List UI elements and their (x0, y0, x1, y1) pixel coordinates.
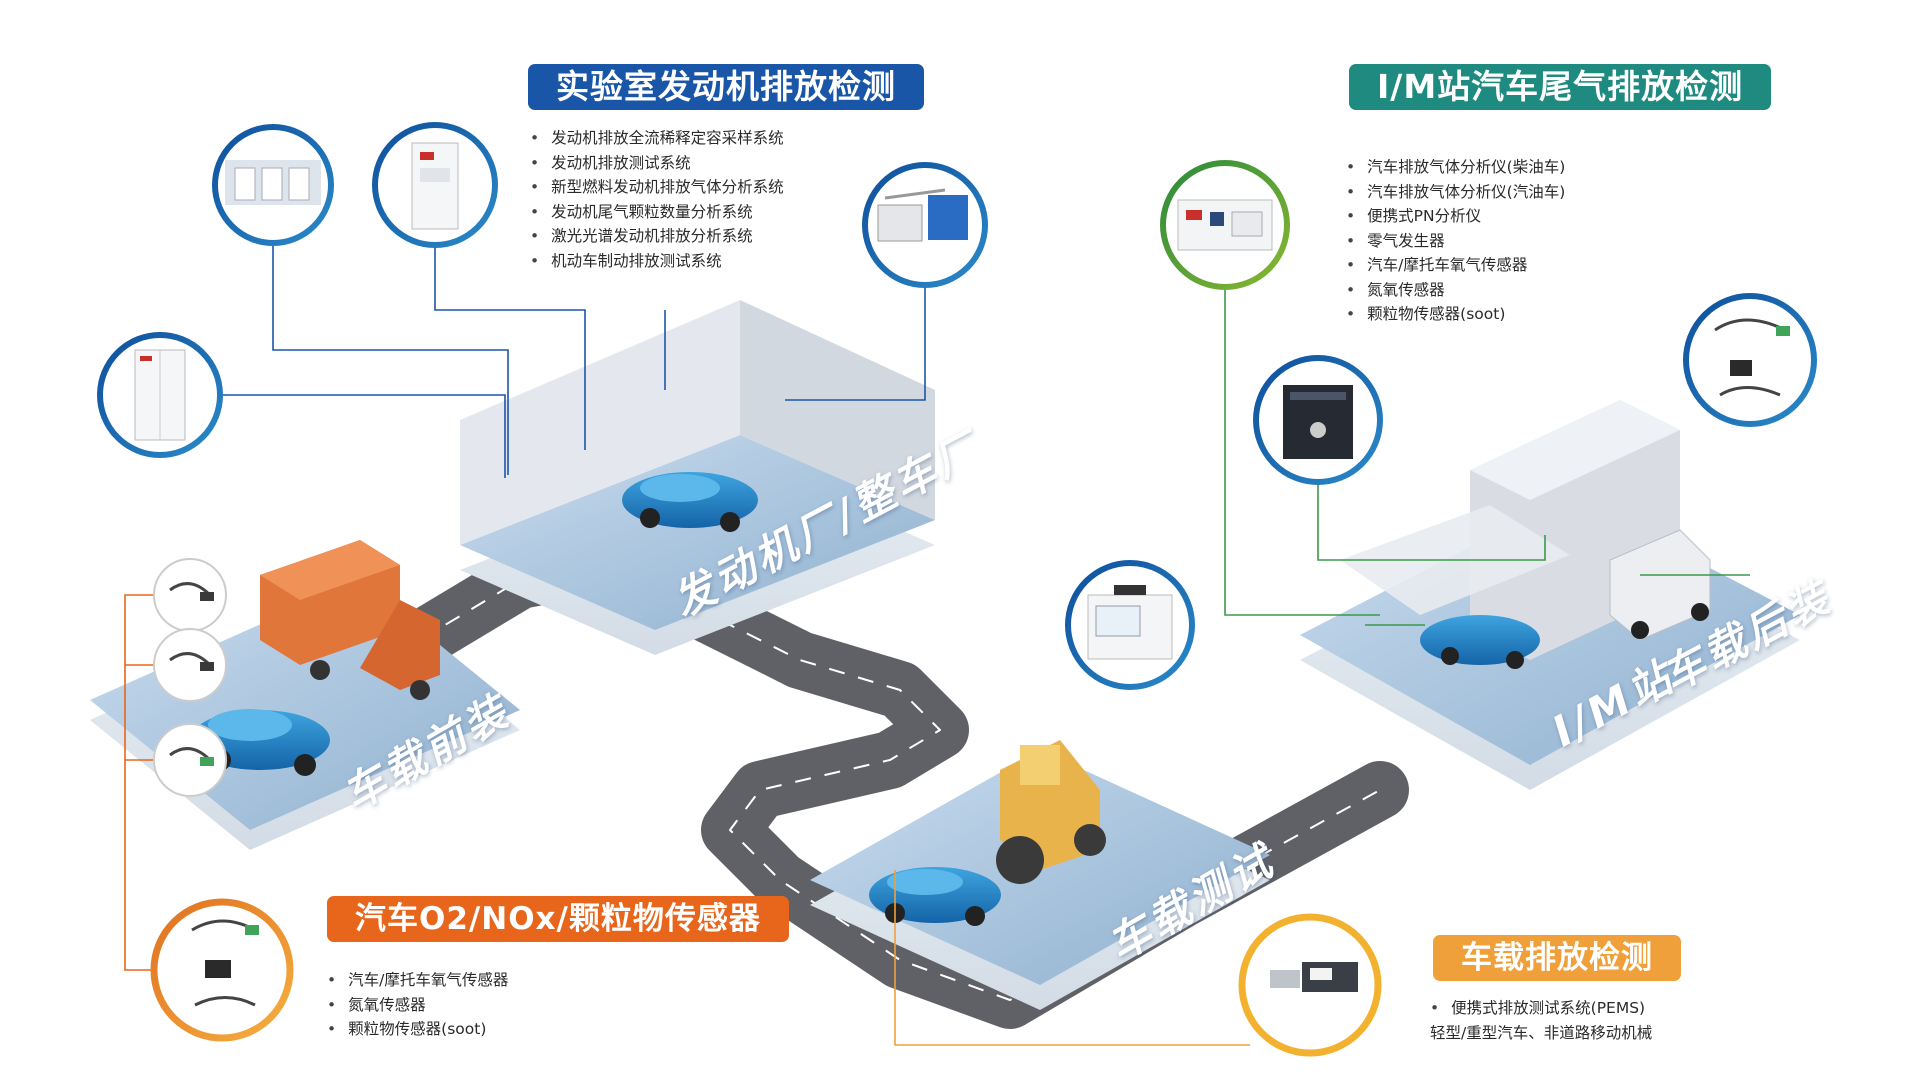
connectors-onboard (894, 870, 1250, 1046)
lab-list: 发动机排放全流稀释定容采样系统 发动机排放测试系统 新型燃料发动机排放气体分析系… (530, 126, 784, 273)
connectors-lab (220, 245, 926, 478)
sensor-thumb-1 (153, 558, 227, 632)
lab-item: 发动机排放测试系统 (530, 151, 784, 176)
lab-room-icon (212, 124, 334, 246)
sensor-callout-icon (150, 898, 294, 1042)
sensor-list: 汽车/摩托车氧气传感器 氮氧传感器 颗粒物传感器(soot) (327, 968, 508, 1042)
im-item: 汽车排放气体分析仪(柴油车) (1346, 155, 1565, 180)
car-lab-icon (622, 472, 758, 532)
im-item: 零气发生器 (1346, 229, 1565, 254)
lab-item: 新型燃料发动机排放气体分析系统 (530, 175, 784, 200)
sensor-item: 颗粒物传感器(soot) (327, 1017, 508, 1042)
sensor-cluster-icon (1683, 293, 1817, 427)
platform-im-station (1300, 400, 1800, 790)
sensor-item: 氮氧传感器 (327, 993, 508, 1018)
lab-item: 发动机排放全流稀释定容采样系统 (530, 126, 784, 151)
car-road-icon (869, 867, 1001, 926)
pn-analyzer-icon (1065, 560, 1195, 690)
sensor-title: 汽车O2/NOx/颗粒物传感器 (327, 896, 789, 942)
onboard-item-sub: 轻型/重型汽车、非道路移动机械 (1430, 1023, 1653, 1042)
truck-icon (260, 540, 440, 700)
sensor-item: 汽车/摩托车氧气传感器 (327, 968, 508, 993)
tractor-icon (996, 740, 1106, 884)
car-im-icon (1420, 615, 1540, 669)
platform-engine-plant (460, 300, 935, 655)
pems-unit-icon (1238, 913, 1382, 1057)
sensor-thumb-3 (153, 723, 227, 797)
analyzer-cabinet-icon (372, 122, 498, 248)
sensor-thumb-2 (153, 628, 227, 702)
lab-item: 机动车制动排放测试系统 (530, 249, 784, 274)
connectors-im (1224, 290, 1750, 626)
im-item: 汽车排放气体分析仪(汽油车) (1346, 180, 1565, 205)
gas-analyzer-icon (1160, 160, 1290, 290)
lab-item: 发动机尾气颗粒数量分析系统 (530, 200, 784, 225)
im-item: 氮氧传感器 (1346, 278, 1565, 303)
im-item: 便携式PN分析仪 (1346, 204, 1565, 229)
zero-gas-generator-icon (1253, 355, 1383, 485)
im-item: 汽车/摩托车氧气传感器 (1346, 253, 1565, 278)
onboard-list: 便携式排放测试系统(PEMS) 轻型/重型汽车、非道路移动机械 (1430, 996, 1652, 1045)
im-list: 汽车排放气体分析仪(柴油车) 汽车排放气体分析仪(汽油车) 便携式PN分析仪 零… (1346, 155, 1565, 327)
cvs-sampling-icon (862, 162, 988, 288)
im-item: 颗粒物传感器(soot) (1346, 302, 1565, 327)
standalone-cabinet-icon (97, 332, 223, 458)
onboard-title: 车载排放检测 (1433, 935, 1681, 981)
connectors-sensor (124, 594, 160, 971)
onboard-item: 便携式排放测试系统(PEMS) (1430, 996, 1652, 1021)
im-title: I/M站汽车尾气排放检测 (1349, 64, 1772, 110)
van-icon (1609, 529, 1711, 641)
lab-item: 激光光谱发动机排放分析系统 (530, 224, 784, 249)
lab-title: 实验室发动机排放检测 (528, 64, 924, 110)
